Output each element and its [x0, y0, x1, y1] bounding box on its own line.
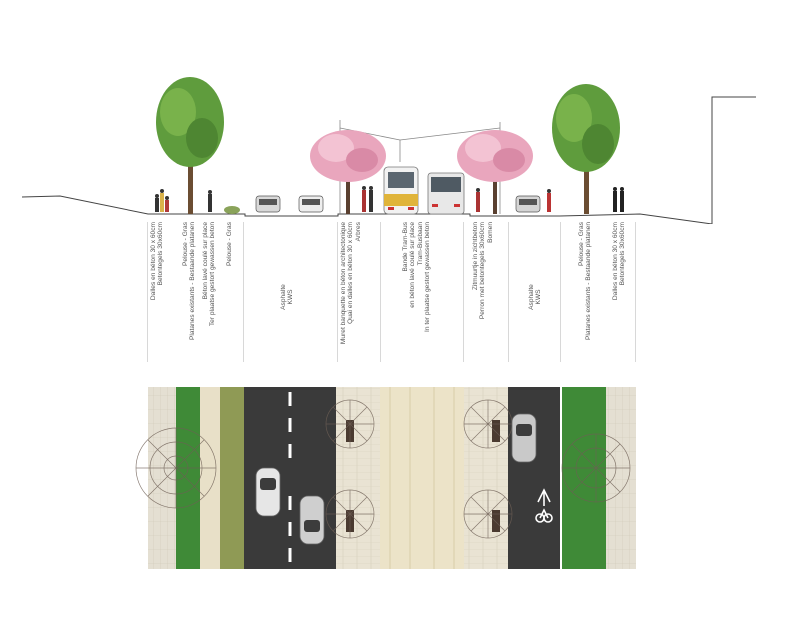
pedestrian-icon: [362, 186, 373, 212]
label-line: Betontegels 30x60cm: [157, 222, 165, 286]
plan-grass-right: [562, 387, 606, 569]
label-line: Arbres: [354, 222, 362, 242]
label-tram-bus-lane: Bande Tram-Bus en béton lavé coulé sur p…: [402, 222, 431, 372]
label-line: Zitmuurtje in zichtbeton: [472, 222, 479, 291]
label-grass-right: Pelouse - Gras Platanes existants - Best…: [578, 222, 592, 372]
street-cross-section: [21, 77, 756, 224]
label-line: Quai en dalles en béton 30 x 60cm: [347, 222, 355, 324]
label-line: Platanes existants - Bestaande platanen: [585, 222, 593, 341]
label-line: KWS: [535, 289, 543, 305]
label-line: KWS: [287, 289, 295, 305]
car-icon: [511, 413, 537, 463]
label-paving-left: Dalles en béton 30 x 60cm Betontegels 30…: [150, 222, 164, 372]
tram-rails: [389, 387, 455, 569]
label-asphalt-left: Asphalte KWS: [280, 222, 294, 372]
plan-grass-strip: [220, 387, 244, 569]
plan-paving-left: [148, 387, 176, 569]
label-seating-wall-left: Muret banquette en béton architectonique…: [340, 222, 362, 372]
deciduous-tree-icon: [325, 399, 375, 449]
label-line: Dalles en béton 30 x 60cm: [612, 222, 619, 301]
label-divider: [147, 222, 148, 362]
deciduous-tree-icon: [135, 427, 217, 509]
label-washed-concrete: Béton lavé coulé sur place Ter plaatse g…: [202, 222, 216, 372]
deciduous-tree-icon: [325, 489, 375, 539]
label-line: Perron met betontegels 30x60cm: [479, 222, 487, 320]
label-line: Pelouse - Gras: [578, 222, 585, 266]
car-icon: [298, 195, 324, 213]
plan-platform-right: [464, 387, 508, 569]
car-icon: [255, 467, 281, 517]
plan-platform-left: [336, 387, 380, 569]
pedestrian-icon: [547, 189, 551, 212]
car-icon: [255, 195, 281, 213]
label-line: en béton lavé coulé sur place: [409, 222, 417, 308]
label-line: Dalles en béton 30 x 60cm: [150, 222, 157, 301]
deciduous-tree-icon: [463, 489, 513, 539]
section-labels: Dalles en béton 30 x 60cm Betontegels 30…: [0, 222, 800, 372]
label-line: Platanes existants - Bestaande platanen: [189, 222, 197, 341]
deciduous-tree-icon: [561, 433, 631, 503]
cherry-blossom-tree-icon: [310, 130, 386, 214]
label-divider: [380, 222, 381, 362]
label-grass-left: Pelouse - Gras Platanes existants - Best…: [182, 222, 196, 372]
plan-asphalt-right: [508, 387, 560, 569]
label-line: Béton lavé coulé sur place: [202, 222, 209, 300]
label-line: Bande Tram-Bus: [402, 222, 409, 272]
label-line: Muret banquette en béton architectonique: [340, 222, 347, 345]
label-divider: [635, 222, 636, 362]
tram-icon: [383, 166, 419, 215]
label-paving-right: Dalles en béton 30 x 60cm Betontegels 30…: [612, 222, 626, 372]
deciduous-tree-icon: [552, 84, 620, 214]
bicycle-icon: [535, 488, 553, 523]
label-asphalt-right: Asphalte KWS: [528, 222, 542, 372]
car-icon: [515, 195, 541, 213]
label-line: Betontegels 30x60cm: [619, 222, 627, 286]
label-grass-strip: Pelouse - Gras: [226, 222, 240, 372]
label-divider: [560, 222, 561, 362]
pedestrian-icon: [476, 188, 480, 212]
plan-paving-right: [606, 387, 636, 569]
label-divider: [243, 222, 244, 362]
label-line: Pelouse - Gras: [226, 222, 233, 266]
pedestrian-icon: [155, 189, 169, 212]
label-line: Asphalte: [528, 284, 535, 310]
label-divider: [463, 222, 464, 362]
car-icon: [299, 495, 325, 545]
label-line: Ter plaatse gestort gewassen beton: [209, 222, 217, 327]
street-plan-view: [135, 387, 636, 569]
pedestrian-icon: [613, 187, 624, 212]
plan-grass-left: [176, 387, 200, 569]
label-seating-wall-right: Zitmuurtje in zichtbeton Perron met beto…: [472, 222, 494, 372]
label-line: Asphalte: [280, 284, 287, 310]
pedestrian-icon: [208, 190, 212, 212]
shrub-icon: [224, 206, 240, 214]
deciduous-tree-icon: [463, 399, 513, 449]
plan-washed-concrete: [200, 387, 220, 569]
label-line: In ter plaatse gestort gewassen beton: [424, 222, 432, 332]
plan-tram-band: [380, 387, 464, 569]
label-divider: [508, 222, 509, 362]
bus-icon: [427, 172, 465, 215]
label-line: Pelouse - Gras: [182, 222, 189, 266]
deciduous-tree-icon: [156, 77, 224, 214]
label-line: Bomen: [486, 222, 494, 243]
label-divider: [337, 222, 338, 362]
label-line: Tram-Busbaan: [416, 222, 424, 266]
cherry-blossom-tree-icon: [457, 130, 533, 214]
